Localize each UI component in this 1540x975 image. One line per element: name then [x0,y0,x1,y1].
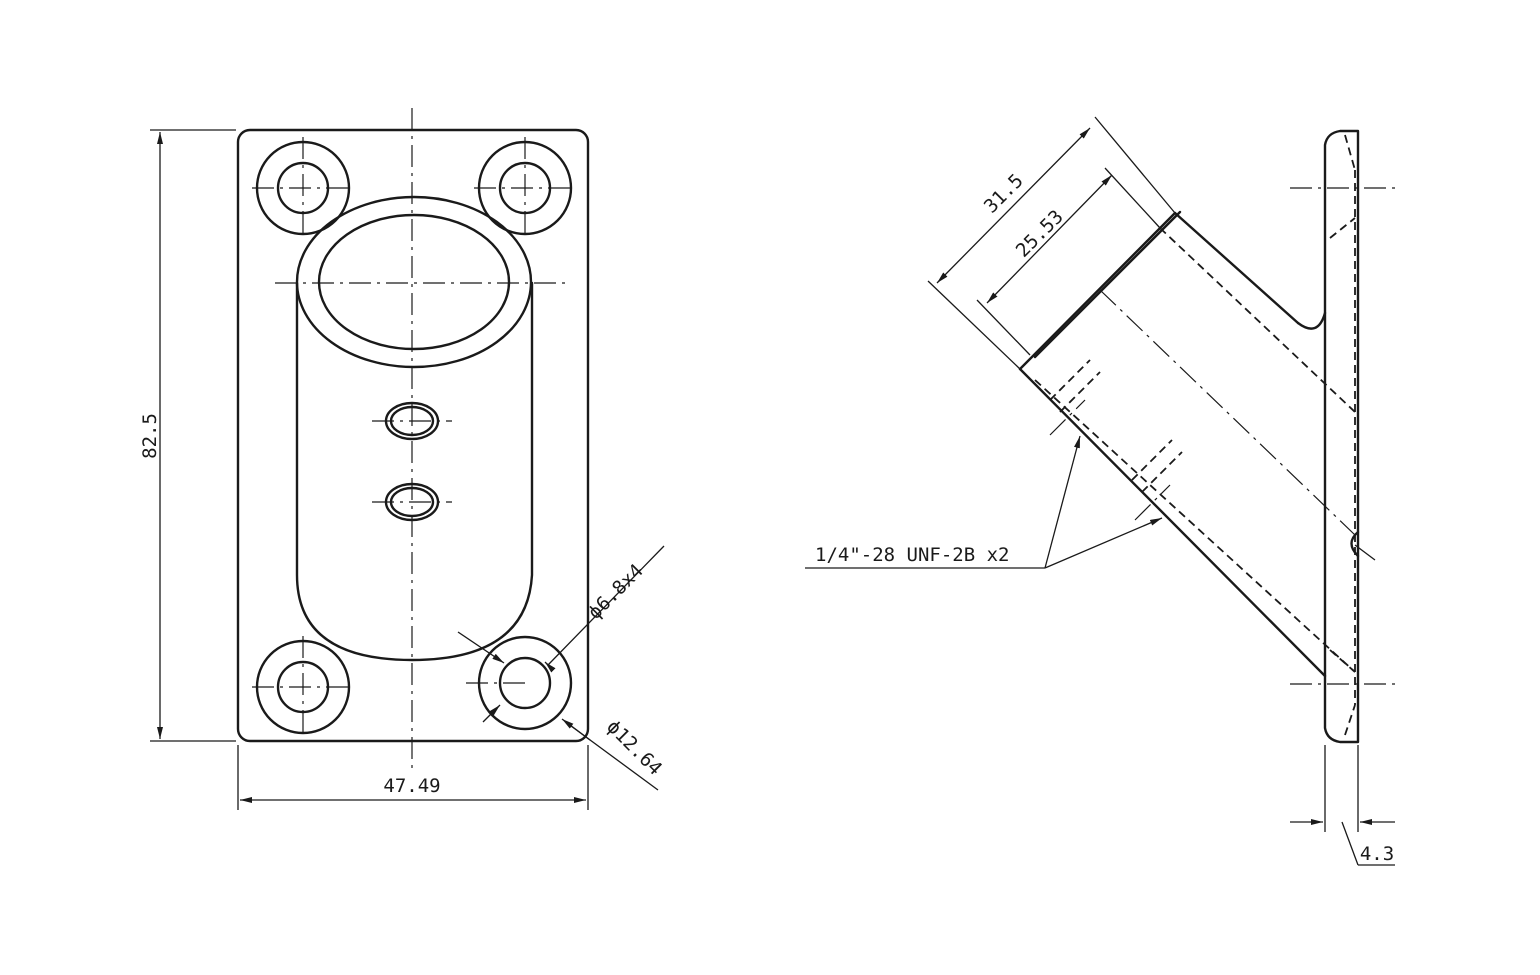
side-view: 31.5 25.53 1/4"-28 UNF-2B x2 4.3 [805,116,1400,866]
side-plate-outline [1323,129,1360,744]
dimension-plate-thickness-label: 4.3 [1360,843,1394,865]
side-tube-outline [1018,210,1327,678]
dimension-bore-length-label: 25.53 [1012,206,1068,262]
tube-outer-ellipse [295,195,533,369]
front-view: 82.5 47.49 ϕ6.8x4 ϕ12.64 [139,108,666,810]
tube-inner-ellipse [317,213,511,351]
dimension-counterbore-diameter-label: ϕ12.64 [602,716,666,780]
dimension-plate-thickness: 4.3 [1290,745,1395,866]
dimension-counterbore-diameter: ϕ12.64 [482,704,666,791]
side-view-centerlines [1049,187,1400,685]
thread-callout-label: 1/4"-28 UNF-2B x2 [815,544,1009,566]
dimension-width-label: 47.49 [383,775,440,797]
dimension-height: 82.5 [139,129,236,742]
tube-body-outline [295,281,534,662]
side-plate-notch [1350,530,1360,558]
side-hidden-lines [1034,134,1356,736]
base-plate-outline [236,128,590,743]
dimension-hole-diameter: ϕ6.8x4 [457,545,665,673]
dimension-width: 47.49 [237,745,589,810]
dimension-height-label: 82.5 [139,413,161,459]
dimension-hole-diameter-label: ϕ6.8x4 [584,560,648,624]
front-view-centerlines [252,108,576,770]
dimension-tube-length-label: 31.5 [980,170,1028,218]
thread-callout: 1/4"-28 UNF-2B x2 [805,435,1163,569]
dimension-tube-length: 31.5 [927,116,1176,370]
